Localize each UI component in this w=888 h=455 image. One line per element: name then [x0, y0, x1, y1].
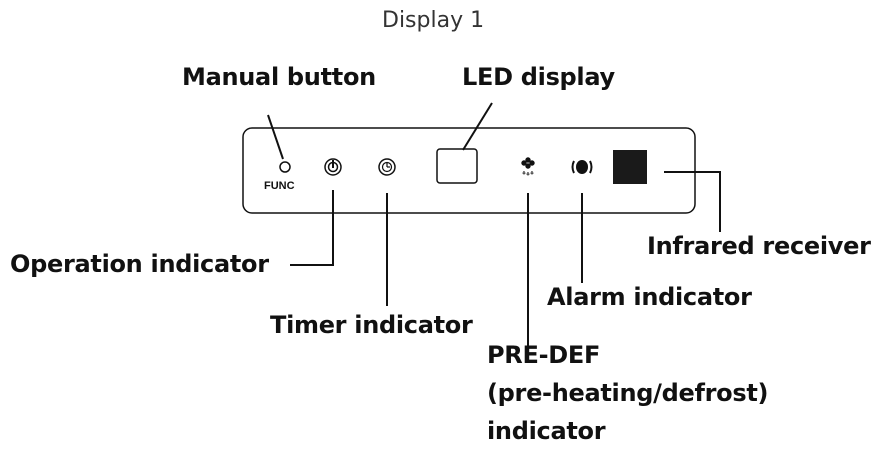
diagram-title: Display 1: [382, 8, 485, 33]
func-label: FUNC: [264, 180, 295, 192]
pre-def-description: (pre-heating/defrost): [487, 379, 769, 407]
clock-icon: [378, 158, 396, 176]
operation-indicator-label: Operation indicator: [10, 250, 269, 278]
infrared-receiver-icon: [613, 150, 647, 184]
led-display-label: LED display: [462, 63, 615, 91]
timer-indicator-label: Timer indicator: [270, 311, 473, 339]
manual-button-label: Manual button: [182, 63, 376, 91]
leader-line-operation: [290, 190, 334, 266]
manual-button-icon: [279, 161, 291, 173]
snowflake-drops-icon: [521, 157, 535, 176]
alarm-icon: [571, 160, 593, 174]
pre-def-label: PRE-DEF: [487, 341, 601, 369]
power-icon: [324, 158, 342, 176]
led-screen-icon: [436, 148, 478, 184]
pre-def-indicator-word: indicator: [487, 417, 606, 445]
alarm-indicator-label: Alarm indicator: [547, 283, 752, 311]
infrared-receiver-label: Infrared receiver: [647, 232, 871, 260]
leader-line-led: [462, 102, 493, 151]
leader-line-manual: [267, 114, 284, 160]
leader-line-receiver: [664, 171, 721, 232]
